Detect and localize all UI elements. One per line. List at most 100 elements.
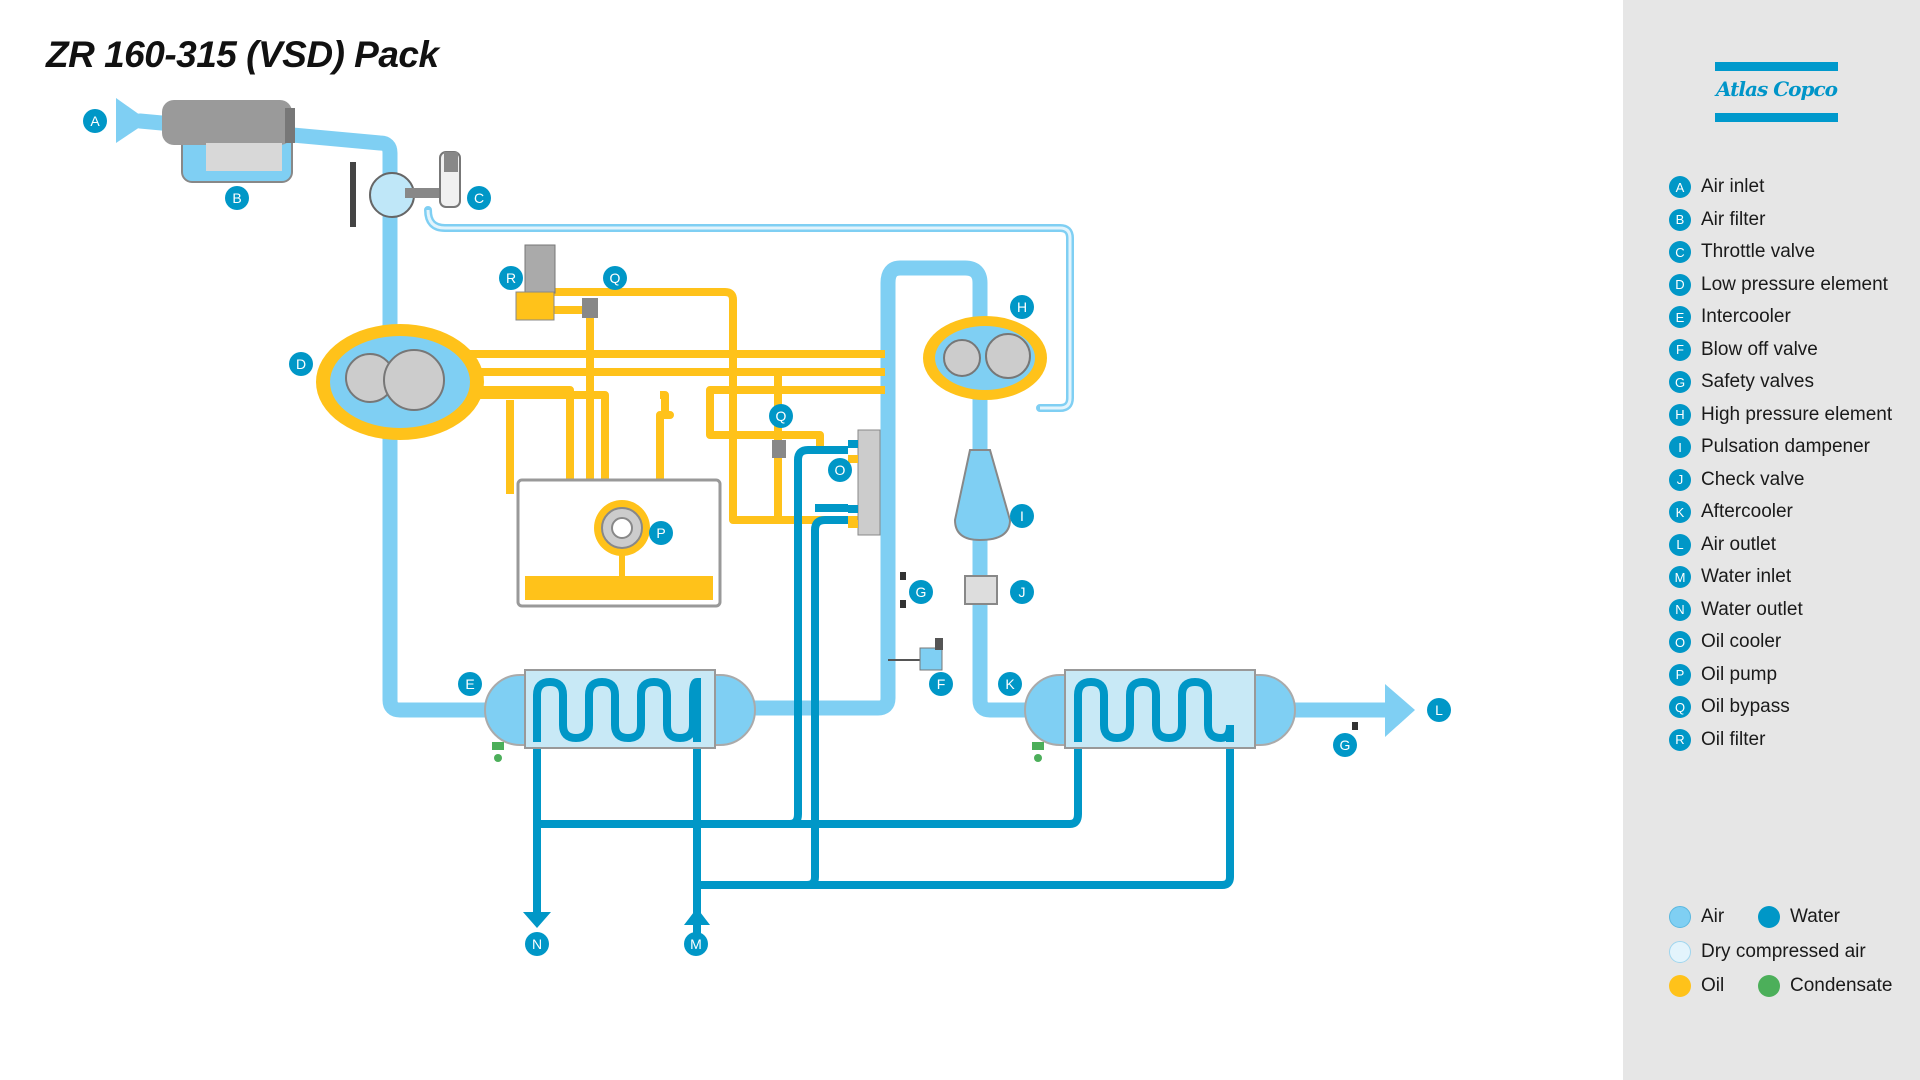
label-c: C xyxy=(467,186,491,210)
oil-pump xyxy=(594,500,650,556)
water-outlet-arrow xyxy=(523,912,551,928)
legend-label: Oil bypass xyxy=(1701,696,1790,718)
water-pipes xyxy=(533,446,1234,940)
legend-label: Safety valves xyxy=(1701,371,1814,393)
component-legend: A Air inlet B Air filter C Throttle valve D… xyxy=(1669,171,1892,756)
throttle-valve xyxy=(350,151,461,227)
label-b: B xyxy=(225,186,249,210)
label-r: R xyxy=(499,266,523,290)
color-key: Air Water Dry compressed air Oil Condens… xyxy=(1669,906,1919,1016)
legend-label: Water inlet xyxy=(1701,566,1792,588)
oil-filter xyxy=(515,244,556,321)
aftercooler xyxy=(1024,669,1296,749)
label-h: H xyxy=(1010,295,1034,319)
legend-label: Throttle valve xyxy=(1701,241,1816,263)
atlas-copco-logo: Atlas Copco xyxy=(1715,62,1838,122)
key-oil-label: Oil xyxy=(1701,975,1725,996)
oil-bypass-top xyxy=(582,298,598,318)
label-e: E xyxy=(458,672,482,696)
key-air-swatch xyxy=(1669,906,1691,928)
low-pressure-element xyxy=(316,324,484,440)
oil-bypass-right xyxy=(772,440,786,458)
legend-label: Blow off valve xyxy=(1701,338,1818,360)
legend-sidebar: Atlas Copco A Air inlet B Air filter C Thro… xyxy=(1623,0,1920,1080)
air-pipes xyxy=(132,113,1403,718)
label-m: M xyxy=(684,932,708,956)
label-p: P xyxy=(649,521,673,545)
legend-badge: N xyxy=(1669,598,1691,621)
legend-badge: Q xyxy=(1669,696,1691,719)
label-g-2: G xyxy=(1333,733,1357,757)
key-dry-air-label: Dry compressed air xyxy=(1701,941,1866,962)
legend-badge: C xyxy=(1669,241,1691,264)
label-d: D xyxy=(289,352,313,376)
legend-badge: O xyxy=(1669,631,1691,654)
legend-label: Oil filter xyxy=(1701,728,1766,750)
legend-badge: J xyxy=(1669,468,1691,491)
intercooler xyxy=(484,669,756,749)
label-q-1: Q xyxy=(603,266,627,290)
key-oil: Oil xyxy=(1669,975,1724,997)
air-filter xyxy=(162,100,295,183)
key-condensate-label: Condensate xyxy=(1790,975,1893,996)
legend-badge: I xyxy=(1669,436,1691,459)
blow-off-valve xyxy=(888,638,943,671)
label-i: I xyxy=(1010,504,1034,528)
oil-cooler xyxy=(848,429,881,536)
key-water-label: Water xyxy=(1790,906,1840,927)
legend-label: Intercooler xyxy=(1701,306,1791,328)
label-g-1: G xyxy=(909,580,933,604)
check-valve xyxy=(964,575,998,605)
water-inlet-arrow xyxy=(684,908,710,925)
key-oil-swatch xyxy=(1669,975,1691,997)
key-air-label: Air xyxy=(1701,906,1725,927)
label-o: O xyxy=(828,458,852,482)
key-water-swatch xyxy=(1758,906,1780,928)
logo-bar-bottom xyxy=(1715,113,1838,122)
logo-bar-top xyxy=(1715,62,1838,71)
legend-label: High pressure element xyxy=(1701,403,1893,425)
process-flow-diagram xyxy=(116,98,1415,940)
legend-item: Q Oil bypass xyxy=(1669,691,1892,724)
key-air: Air xyxy=(1669,906,1724,928)
legend-badge: B xyxy=(1669,208,1691,231)
legend-item: A Air inlet xyxy=(1669,171,1892,204)
label-f: F xyxy=(929,672,953,696)
legend-label: Air filter xyxy=(1701,208,1766,230)
legend-item: E Intercooler xyxy=(1669,301,1892,334)
legend-item: H High pressure element xyxy=(1669,399,1892,432)
logo-text: Atlas Copco xyxy=(1716,77,1838,101)
legend-badge: L xyxy=(1669,533,1691,556)
legend-badge: D xyxy=(1669,273,1691,296)
condensate-drains xyxy=(492,742,1044,762)
legend-badge: E xyxy=(1669,306,1691,329)
legend-item: M Water inlet xyxy=(1669,561,1892,594)
legend-label: Oil cooler xyxy=(1701,631,1782,653)
air-outlet-arrow xyxy=(1385,684,1415,737)
legend-label: Aftercooler xyxy=(1701,501,1793,523)
legend-label: Oil pump xyxy=(1701,663,1778,685)
legend-badge: H xyxy=(1669,403,1691,426)
legend-badge: M xyxy=(1669,566,1691,589)
high-pressure-element xyxy=(923,316,1047,400)
legend-badge: A xyxy=(1669,176,1691,199)
legend-item: C Throttle valve xyxy=(1669,236,1892,269)
pulsation-dampener xyxy=(953,449,1012,542)
key-condensate: Condensate xyxy=(1758,975,1892,997)
key-dry-air-swatch xyxy=(1669,941,1691,963)
label-n: N xyxy=(525,932,549,956)
label-q-2: Q xyxy=(769,404,793,428)
legend-label: Water outlet xyxy=(1701,598,1803,620)
key-water: Water xyxy=(1758,906,1840,928)
legend-item: P Oil pump xyxy=(1669,659,1892,692)
label-j: J xyxy=(1010,580,1034,604)
key-dry-air: Dry compressed air xyxy=(1669,941,1866,963)
legend-badge: P xyxy=(1669,663,1691,686)
legend-label: Air inlet xyxy=(1701,176,1765,198)
